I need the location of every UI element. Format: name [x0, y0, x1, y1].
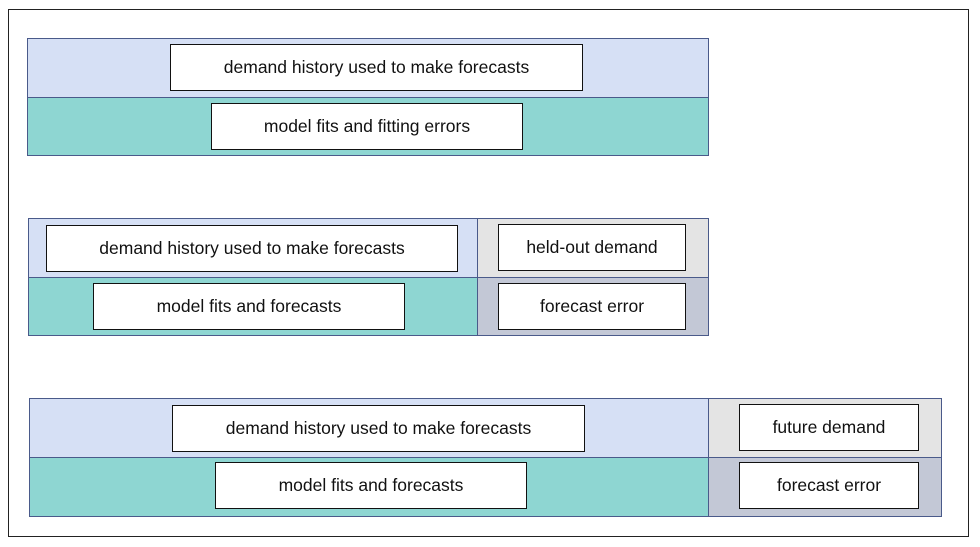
row3-error-label: forecast error: [739, 462, 919, 509]
row1-history-label: demand history used to make forecasts: [170, 44, 583, 91]
row3-fits-label: model fits and forecasts: [215, 462, 527, 509]
row2-heldout-label: held-out demand: [498, 224, 686, 271]
row2-error-label: forecast error: [498, 283, 686, 330]
row3-future-label: future demand: [739, 404, 919, 451]
row3-history-label: demand history used to make forecasts: [172, 405, 585, 452]
row1-fits-label: model fits and fitting errors: [211, 103, 523, 150]
row2-fits-label: model fits and forecasts: [93, 283, 405, 330]
row2-history-label: demand history used to make forecasts: [46, 225, 458, 272]
